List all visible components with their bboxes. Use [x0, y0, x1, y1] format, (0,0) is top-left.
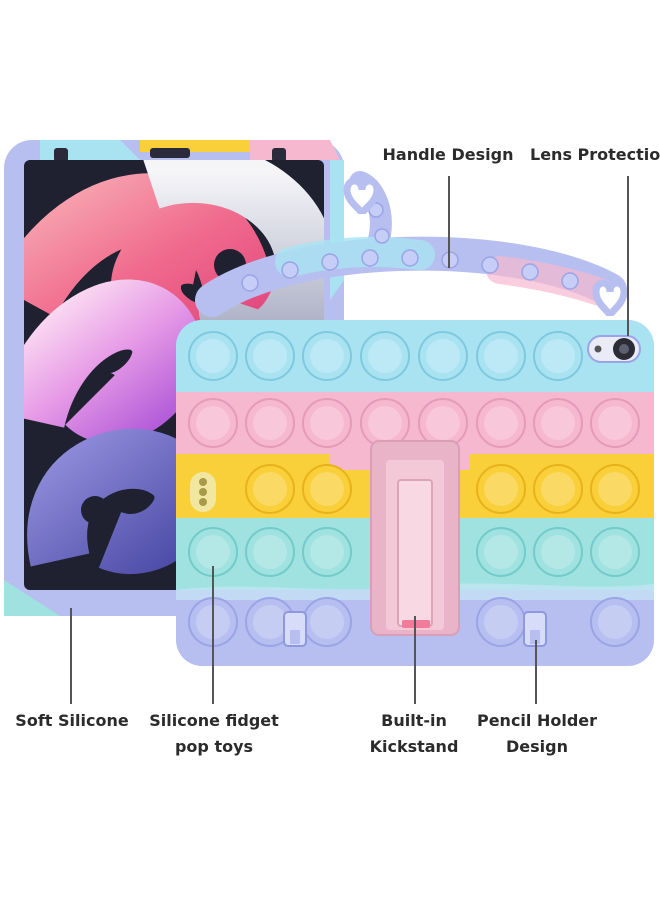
pop-bubble-inner	[598, 472, 632, 506]
pop-bubble	[245, 398, 295, 448]
pop-bubble	[302, 398, 352, 448]
pop-bubble-inner	[426, 339, 460, 373]
pop-bubble	[188, 398, 238, 448]
callout-handle-design: Handle Design	[378, 142, 518, 168]
pop-bubble-inner	[598, 605, 632, 639]
pop-bubble	[476, 464, 526, 514]
camera-lens-icon	[587, 335, 641, 363]
callout-text: Design	[506, 737, 568, 756]
callout-text: Soft Silicone	[15, 711, 129, 730]
pop-bubble	[302, 331, 352, 381]
pop-bubble-inner	[310, 535, 344, 569]
pop-bubble	[533, 398, 583, 448]
pop-bubble	[590, 464, 640, 514]
pop-bubble	[533, 331, 583, 381]
pop-bubble-inner	[426, 406, 460, 440]
pop-bubble-inner	[310, 605, 344, 639]
pop-bubble	[245, 527, 295, 577]
leader-silicone	[70, 608, 72, 704]
callout-text: Built-in	[381, 711, 447, 730]
callout-text: Silicone fidget	[149, 711, 279, 730]
pop-bubble-inner	[484, 339, 518, 373]
pop-bubble-inner	[253, 605, 287, 639]
pop-bubble-inner	[598, 406, 632, 440]
pop-bubble	[533, 464, 583, 514]
pop-bubble-inner	[541, 535, 575, 569]
leader-kickstand	[414, 616, 416, 704]
pop-bubble	[590, 527, 640, 577]
callout-text: Handle Design	[382, 145, 514, 164]
pop-bubble	[476, 398, 526, 448]
pop-bubble-inner	[253, 472, 287, 506]
handle-strap	[195, 171, 628, 318]
kickstand	[370, 440, 460, 636]
leader-fidget	[212, 566, 214, 704]
pop-bubble	[590, 398, 640, 448]
pop-bubble-inner	[196, 339, 230, 373]
leader-lens	[627, 176, 629, 336]
callout-pencil-holder: Pencil Holder Design	[472, 708, 602, 760]
callout-fidget-pop: Silicone fidget pop toys	[146, 708, 282, 760]
pop-bubble-inner	[598, 535, 632, 569]
pop-bubble-inner	[368, 406, 402, 440]
pop-bubble-inner	[541, 339, 575, 373]
pop-bubble	[188, 331, 238, 381]
pop-bubble	[533, 527, 583, 577]
pop-bubble-inner	[310, 406, 344, 440]
leader-handle	[448, 176, 450, 268]
pop-bubble	[245, 331, 295, 381]
pop-bubble	[302, 527, 352, 577]
pop-bubble-inner	[196, 535, 230, 569]
callout-text: pop toys	[174, 737, 254, 756]
leader-pencil	[535, 640, 537, 704]
pop-bubble	[245, 464, 295, 514]
pop-bubble-inner	[310, 472, 344, 506]
pop-bubble-inner	[368, 339, 402, 373]
callout-lens-protection: Lens Protection	[530, 142, 660, 168]
pop-bubbles	[188, 331, 640, 647]
callout-text: Kickstand	[369, 737, 459, 756]
pop-bubble	[360, 331, 410, 381]
pencil-holder-left	[283, 611, 307, 647]
pop-bubble	[590, 597, 640, 647]
pop-bubble-inner	[541, 406, 575, 440]
pop-bubble-inner	[484, 472, 518, 506]
pop-bubble-inner	[484, 535, 518, 569]
pop-bubble-inner	[484, 406, 518, 440]
callout-text: Lens Protection	[530, 145, 660, 164]
pop-bubble-inner	[310, 339, 344, 373]
pop-bubble-inner	[541, 472, 575, 506]
pop-bubble-inner	[253, 339, 287, 373]
pop-bubble-inner	[484, 605, 518, 639]
callout-text: Pencil Holder	[476, 711, 598, 730]
microphone-holes-icon	[190, 472, 216, 512]
pop-bubble-inner	[196, 406, 230, 440]
callout-kickstand: Built-in Kickstand	[360, 708, 468, 760]
pop-bubble-inner	[253, 535, 287, 569]
callout-soft-silicone: Soft Silicone	[12, 708, 132, 734]
pop-bubble-inner	[253, 406, 287, 440]
pop-bubble	[302, 464, 352, 514]
pop-bubble	[476, 331, 526, 381]
pop-bubble	[476, 527, 526, 577]
pop-bubble	[418, 331, 468, 381]
